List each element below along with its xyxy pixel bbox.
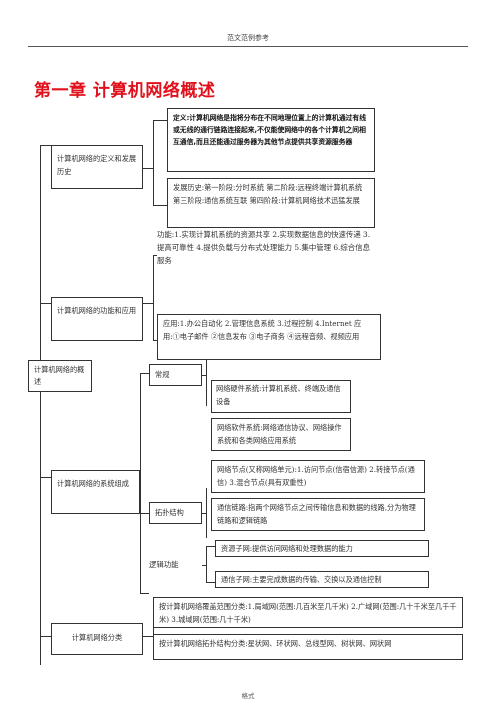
- header-divider: [28, 46, 468, 47]
- page-header: 范文范例参考: [227, 34, 269, 42]
- node-classification: 计算机网络分类: [51, 623, 143, 655]
- functions-text: 功能:1.实现计算机系统的资源共享 2.实现数据信息的快速传递 3.提高可靠性 …: [157, 230, 371, 265]
- node-conventional: 常规: [149, 364, 202, 386]
- node-function-application: 计算机网络的功能和应用: [51, 297, 143, 341]
- hardware-box: [211, 380, 351, 413]
- root-node: 计算机网络的概述: [28, 360, 92, 392]
- chapter-title: 第一章 计算机网络概述: [34, 81, 216, 101]
- network-nodes-box: 网络节点(又称网络单元):1.访问节点(信宿信源) 2.转接节点(通信) 3.混…: [211, 460, 425, 493]
- resource-subnet-box: 资源子网:提供访问网络和处理数据的能力: [215, 540, 429, 557]
- communication-links-box: 通信链路:指两个网络节点之间传输信息和数据的线路,分为物理链路和逻辑链路: [211, 498, 425, 531]
- node-system-composition: 计算机网络的系统组成: [51, 470, 140, 514]
- software-box: 网络软件系统:网络通信协议、网络操作系统和各类网络应用系统: [211, 418, 351, 451]
- node-definition-history: 计算机网络的定义和发展历史: [51, 145, 143, 189]
- definition-box: 定义:计算机网络是指将分布在不同地理位置上的计算机通过有线或无线的通行链路连接起…: [167, 108, 375, 172]
- applications-box: 应用:1.办公自动化 2.管理信息系统 3.过程控制 4.Internet 应用…: [157, 314, 381, 360]
- hardware-text: 网络硬件系统:计算机系统、终端及通信设备: [211, 380, 351, 413]
- classification-coverage-box: 按计算机网络覆盖范围分类:1.局域网(范围:几百米至几千米) 2.广域网(范围:…: [153, 597, 463, 628]
- development-history-box: 发展历史:第一阶段:分时系统 第二阶段:远程终端计算机系统 第三阶段:通信系统互…: [167, 178, 375, 228]
- node-logical-function: 逻辑功能: [149, 560, 179, 569]
- communication-subnet-box: 通信子网:主要完成数据的传输、交换以及通信控制: [215, 571, 429, 588]
- node-topology: 拓扑结构: [149, 502, 202, 524]
- classification-topology-box: 按计算机网络拓扑结构分类:星状网、环状网、总线型网、树状网、网状网: [153, 634, 463, 660]
- page-footer: 格式: [241, 692, 255, 700]
